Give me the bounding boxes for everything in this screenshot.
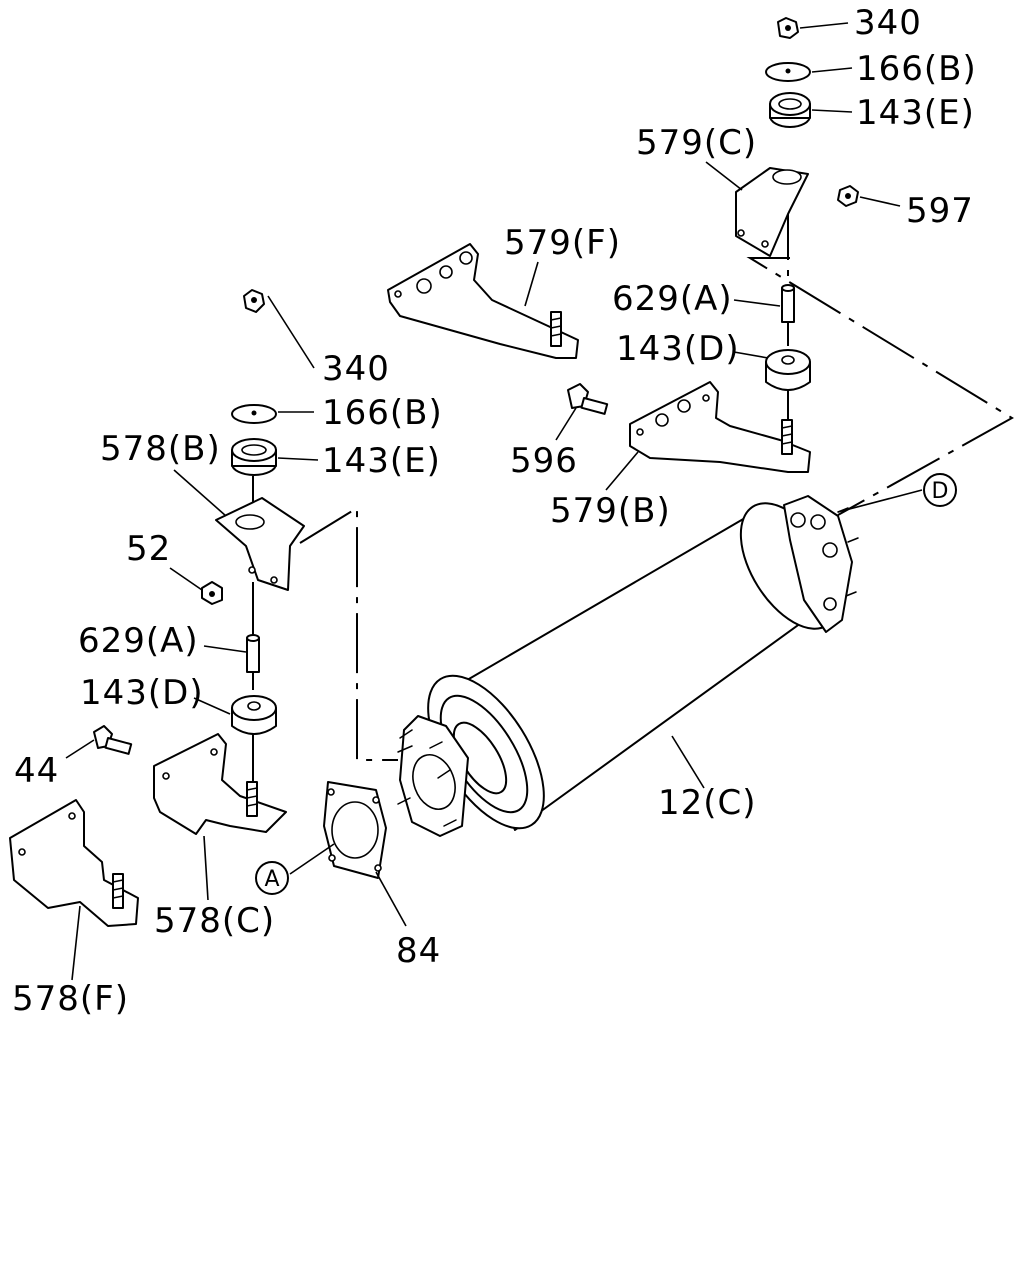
nut-340-left[interactable] bbox=[243, 289, 265, 313]
label-166b-top: 166(B) bbox=[856, 49, 977, 89]
nut-52[interactable] bbox=[201, 581, 223, 605]
label-597: 597 bbox=[906, 191, 974, 231]
bushing-143e-left[interactable] bbox=[231, 438, 277, 476]
label-143e-left: 143(E) bbox=[322, 441, 441, 481]
leader-lines bbox=[65, 22, 923, 981]
washer-166b-left[interactable] bbox=[231, 404, 277, 424]
callout-d-letter: D bbox=[932, 479, 949, 504]
bracket-578c[interactable] bbox=[153, 733, 287, 835]
label-579c: 579(C) bbox=[636, 123, 757, 163]
nut-340-right[interactable] bbox=[777, 17, 799, 39]
label-84: 84 bbox=[396, 931, 441, 971]
bolt-596[interactable] bbox=[567, 383, 609, 415]
washer-166b-right[interactable] bbox=[765, 62, 811, 82]
callout-a: A bbox=[255, 861, 289, 895]
bushing-143d-left[interactable] bbox=[231, 695, 277, 735]
label-629a-right: 629(A) bbox=[612, 279, 733, 319]
bolt-44[interactable] bbox=[93, 725, 133, 755]
bracket-578f[interactable] bbox=[9, 799, 139, 927]
label-143d-left: 143(D) bbox=[80, 673, 204, 713]
label-578b: 578(B) bbox=[100, 429, 221, 469]
label-578f: 578(F) bbox=[12, 979, 129, 1019]
label-579b: 579(B) bbox=[550, 491, 671, 531]
label-12c: 12(C) bbox=[658, 783, 757, 823]
nut-597[interactable] bbox=[837, 185, 859, 207]
label-579f: 579(F) bbox=[504, 223, 621, 263]
label-52: 52 bbox=[126, 529, 171, 569]
callout-a-letter: A bbox=[264, 867, 279, 892]
label-578c: 578(C) bbox=[154, 901, 275, 941]
spacer-629a-right[interactable] bbox=[781, 284, 795, 323]
label-143d-right: 143(D) bbox=[616, 329, 740, 369]
bracket-579b[interactable] bbox=[629, 381, 811, 473]
part-labels: 340 166(B) 143(E) 579(C) 597 579(F) 629(… bbox=[12, 3, 977, 1019]
gasket-84[interactable] bbox=[323, 781, 387, 879]
muffler-12c[interactable] bbox=[397, 486, 859, 847]
label-340-left: 340 bbox=[322, 349, 390, 389]
label-629a-left: 629(A) bbox=[78, 621, 199, 661]
label-340-top: 340 bbox=[854, 3, 922, 43]
bushing-143e-right[interactable] bbox=[769, 92, 811, 128]
label-166b-left: 166(B) bbox=[322, 393, 443, 433]
bracket-578b[interactable] bbox=[215, 497, 305, 591]
label-596: 596 bbox=[510, 441, 578, 481]
bracket-579c[interactable] bbox=[735, 167, 809, 257]
callout-d: D bbox=[923, 473, 957, 507]
bushing-143d-right[interactable] bbox=[765, 349, 811, 391]
spacer-629a-left[interactable] bbox=[246, 634, 260, 673]
inlet-flange-studs bbox=[397, 729, 457, 827]
label-44: 44 bbox=[14, 751, 59, 791]
bracket-579f[interactable] bbox=[387, 243, 579, 359]
label-143e-top: 143(E) bbox=[856, 93, 975, 133]
